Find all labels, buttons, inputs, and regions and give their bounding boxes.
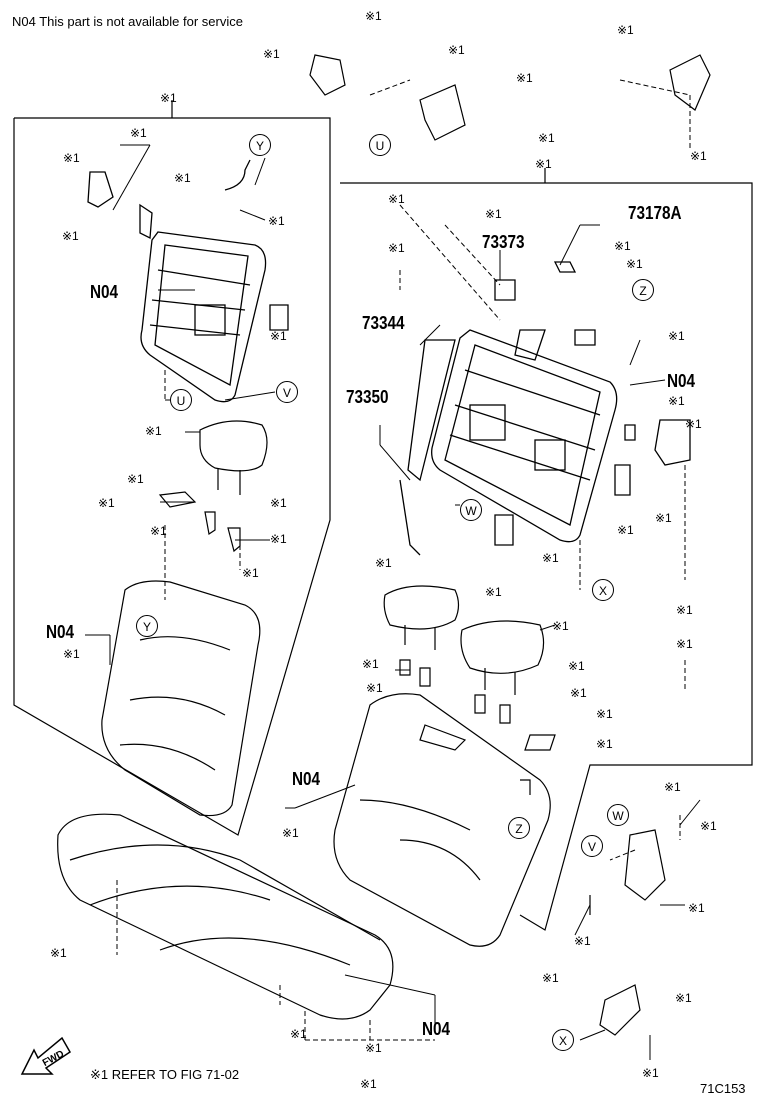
ref-mark: ※1 (535, 157, 552, 171)
ref-mark: ※1 (655, 511, 672, 525)
ref-mark: ※1 (570, 686, 587, 700)
ref-mark: ※1 (388, 241, 405, 255)
callout-w: W (607, 804, 629, 826)
left-group-frame (13, 117, 331, 836)
ref-mark: ※1 (448, 43, 465, 57)
availability-note: N04 This part is not available for servi… (12, 14, 243, 29)
ref-mark: ※1 (50, 946, 67, 960)
ref-mark: ※1 (485, 585, 502, 599)
ref-mark: ※1 (626, 257, 643, 271)
callout-v: V (276, 381, 298, 403)
ref-mark: ※1 (542, 971, 559, 985)
callout-x: X (552, 1029, 574, 1051)
ref-mark: ※1 (268, 214, 285, 228)
callout-z: Z (508, 817, 530, 839)
part-number-n04: N04 (46, 622, 75, 642)
callout-z: Z (632, 279, 654, 301)
ref-mark: ※1 (365, 9, 382, 23)
ref-mark: ※1 (668, 394, 685, 408)
part-number-n04: N04 (90, 282, 119, 302)
part-number-73344: 73344 (362, 313, 405, 333)
ref-mark: ※1 (242, 566, 259, 580)
ref-mark: ※1 (690, 149, 707, 163)
ref-mark: ※1 (574, 934, 591, 948)
part-number-73350: 73350 (346, 387, 389, 407)
part-number-n04: N04 (667, 371, 696, 391)
callout-w: W (460, 499, 482, 521)
ref-mark: ※1 (365, 1041, 382, 1055)
right-seatback-trim-drawing (333, 693, 551, 947)
ref-mark: ※1 (552, 619, 569, 633)
bottom-brackets-drawing (589, 829, 666, 1036)
ref-mark: ※1 (270, 532, 287, 546)
ref-mark: ※1 (700, 819, 717, 833)
ref-mark: ※1 (270, 496, 287, 510)
ref-mark: ※1 (362, 657, 379, 671)
ref-mark: ※1 (388, 192, 405, 206)
ref-mark: ※1 (290, 1027, 307, 1041)
top-brackets-drawing (309, 54, 711, 141)
callout-x: X (592, 579, 614, 601)
left-seatback-trim-drawing (101, 580, 261, 817)
ref-mark: ※1 (98, 496, 115, 510)
left-seatback-frame-drawing (87, 159, 289, 403)
ref-mark: ※1 (63, 647, 80, 661)
callout-u: U (170, 389, 192, 411)
ref-mark: ※1 (282, 826, 299, 840)
ref-mark: ※1 (568, 659, 585, 673)
ref-mark: ※1 (642, 1066, 659, 1080)
left-headrest-drawing (158, 420, 268, 553)
ref-mark: ※1 (127, 472, 144, 486)
ref-mark: ※1 (617, 523, 634, 537)
ref-mark: ※1 (485, 207, 502, 221)
ref-mark: ※1 (366, 681, 383, 695)
ref-mark: ※1 (617, 23, 634, 37)
ref-mark: ※1 (614, 239, 631, 253)
ref-mark: ※1 (270, 329, 287, 343)
callout-v: V (581, 835, 603, 857)
ref-mark: ※1 (676, 637, 693, 651)
ref-mark: ※1 (688, 901, 705, 915)
ref-mark: ※1 (62, 229, 79, 243)
ref-mark: ※1 (150, 524, 167, 538)
figure-code: 71C153 (700, 1081, 746, 1096)
ref-mark: ※1 (542, 551, 559, 565)
reference-footnote: ※1 REFER TO FIG 71-02 (90, 1067, 240, 1082)
part-number-n04: N04 (292, 769, 321, 789)
callout-y: Y (249, 134, 271, 156)
ref-mark: ※1 (130, 126, 147, 140)
ref-mark: ※1 (174, 171, 191, 185)
right-seatback-frame-drawing (399, 261, 691, 556)
ref-mark: ※1 (685, 417, 702, 431)
ref-mark: ※1 (263, 47, 280, 61)
ref-mark: ※1 (63, 151, 80, 165)
callout-y: Y (136, 615, 158, 637)
right-headrests-drawing (383, 585, 556, 751)
part-number-n04: N04 (422, 1019, 451, 1039)
ref-mark: ※1 (676, 603, 693, 617)
ref-mark: ※1 (596, 737, 613, 751)
ref-mark: ※1 (675, 991, 692, 1005)
ref-mark: ※1 (516, 71, 533, 85)
ref-mark: ※1 (664, 780, 681, 794)
right-group-frame (340, 182, 753, 931)
ref-mark: ※1 (668, 329, 685, 343)
ref-mark: ※1 (596, 707, 613, 721)
callout-u: U (369, 134, 391, 156)
part-number-73178a: 73178A (628, 203, 682, 223)
part-number-73373: 73373 (482, 232, 525, 252)
ref-mark: ※1 (160, 91, 177, 105)
seat-cushion-drawing (57, 813, 394, 1020)
forward-arrow-icon: FWD (20, 1036, 71, 1075)
ref-mark: ※1 (538, 131, 555, 145)
ref-mark: ※1 (375, 556, 392, 570)
ref-mark: ※1 (145, 424, 162, 438)
ref-mark: ※1 (360, 1077, 377, 1091)
